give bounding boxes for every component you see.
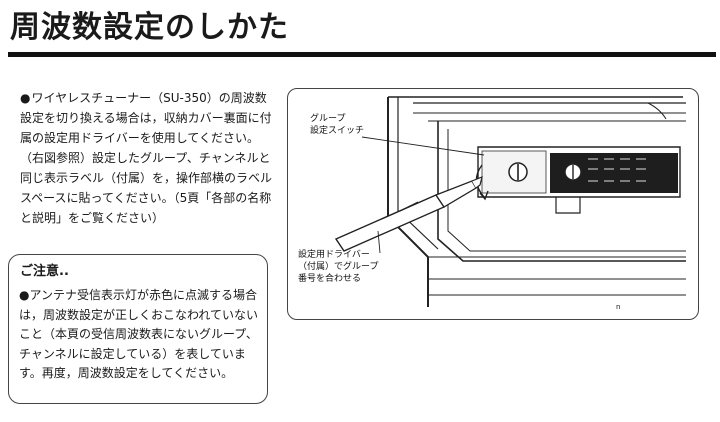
caution-text: アンテナ受信表示灯が赤色に点滅する場合は，周波数設定が正しくおこなわれていないこ… — [19, 288, 259, 380]
description-text: ワイヤレスチューナー（SU-350）の周波数設定を切り換える場合は，収納カバー裏… — [20, 91, 273, 225]
switch-callout-label: グループ 設定スイッチ — [310, 114, 365, 136]
caution-bullet: ● — [19, 288, 30, 302]
caution-box: ご注意.. ●アンテナ受信表示灯が赤色に点滅する場合は，周波数設定が正しくおこな… — [8, 254, 268, 404]
device-drawing — [334, 96, 686, 307]
rotary-switch-icon — [508, 162, 582, 182]
page-title: 周波数設定のしかた — [10, 10, 289, 45]
description-paragraph: ●ワイヤレスチューナー（SU-350）の周波数設定を切り換える場合は，収納カバー… — [20, 88, 275, 228]
bullet-mark: ● — [20, 91, 31, 105]
driver-callout-label: 設定用ドライバー （付属）でグループ 番号を合わせる — [298, 250, 379, 284]
setting-illustration: グループ 設定スイッチ 設定用ドライバー （付属）でグループ 番号を合わせる n — [287, 88, 699, 320]
caution-title: ご注意.. — [20, 264, 69, 279]
screwdriver-illustration — [334, 176, 483, 252]
caution-text-paragraph: ●アンテナ受信表示灯が赤色に点滅する場合は，周波数設定が正しくおこなわれていない… — [19, 286, 263, 384]
title-underline — [8, 52, 716, 57]
figure-mark: n — [616, 303, 621, 311]
